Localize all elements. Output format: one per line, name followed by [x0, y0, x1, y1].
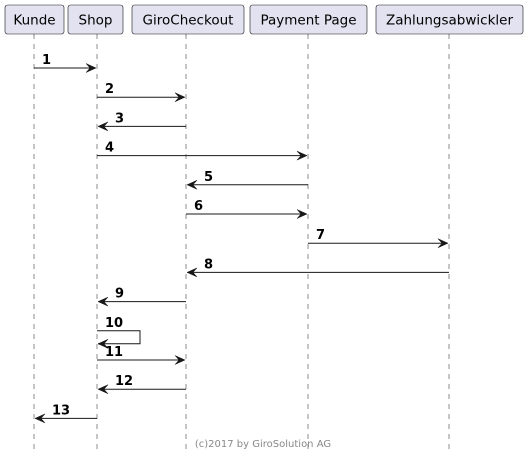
message-label: 2 — [105, 82, 114, 97]
participant-shop[interactable]: Shop — [67, 4, 124, 35]
message-label: 4 — [105, 141, 114, 156]
arrow-head — [437, 238, 449, 248]
message-label: 11 — [105, 345, 123, 360]
message-label: 1 — [42, 53, 51, 68]
participant-label: Shop — [79, 13, 113, 29]
participant-box — [375, 4, 524, 35]
message-label: 9 — [115, 287, 124, 302]
message-5: 5 — [186, 170, 308, 190]
participant-kunde[interactable]: Kunde — [4, 4, 65, 35]
message-11: 11 — [97, 345, 186, 365]
message-label: 8 — [204, 257, 213, 272]
message-9: 9 — [97, 287, 186, 307]
arrow-head — [174, 355, 186, 365]
participant-label: GiroCheckout — [143, 13, 234, 29]
arrow-head — [97, 296, 109, 307]
message-line — [97, 330, 141, 345]
message-3: 3 — [97, 111, 186, 132]
message-label: 10 — [105, 316, 123, 331]
participant-label: Payment Page — [260, 13, 356, 29]
arrow-head — [97, 384, 109, 394]
participant-paymentpage[interactable]: Payment Page — [249, 4, 368, 35]
arrow-head — [97, 339, 109, 349]
participants: Kunde Shop GiroCheckout Payment Page Zahlung… — [4, 4, 524, 35]
message-10: 10 — [97, 316, 141, 349]
arrow-head — [97, 121, 109, 132]
message-1: 1 — [34, 53, 97, 73]
participant-girocheckout[interactable]: GiroCheckout — [131, 4, 245, 35]
arrow-head — [34, 413, 46, 424]
participant-label: Kunde — [13, 13, 55, 29]
message-8: 8 — [186, 257, 449, 278]
message-label: 3 — [115, 111, 124, 126]
participant-zahlungsabwickler[interactable]: Zahlungsabwickler — [375, 4, 524, 35]
footer-copyright: (c)2017 by GiroSolution AG — [195, 439, 331, 450]
message-4: 4 — [97, 141, 308, 161]
message-label: 12 — [115, 374, 133, 389]
participant-box — [131, 4, 245, 35]
message-label: 7 — [316, 228, 325, 243]
participant-label: Zahlungsabwickler — [386, 13, 513, 29]
message-12: 12 — [97, 374, 186, 394]
message-6: 6 — [186, 199, 308, 219]
arrow-head — [85, 63, 97, 73]
message-2: 2 — [97, 82, 186, 102]
participant-box — [249, 4, 368, 35]
message-label: 6 — [194, 199, 203, 214]
arrow-head — [174, 92, 186, 102]
arrow-head — [296, 209, 308, 219]
arrow-head — [186, 267, 198, 278]
message-label: 5 — [204, 170, 213, 185]
participant-box — [67, 4, 124, 35]
arrow-head — [186, 180, 198, 190]
message-label: 13 — [52, 403, 70, 418]
arrow-head — [296, 150, 308, 161]
message-13: 13 — [34, 403, 97, 424]
message-7: 7 — [308, 228, 449, 248]
participant-box — [4, 4, 65, 35]
lifelines — [33, 34, 450, 450]
